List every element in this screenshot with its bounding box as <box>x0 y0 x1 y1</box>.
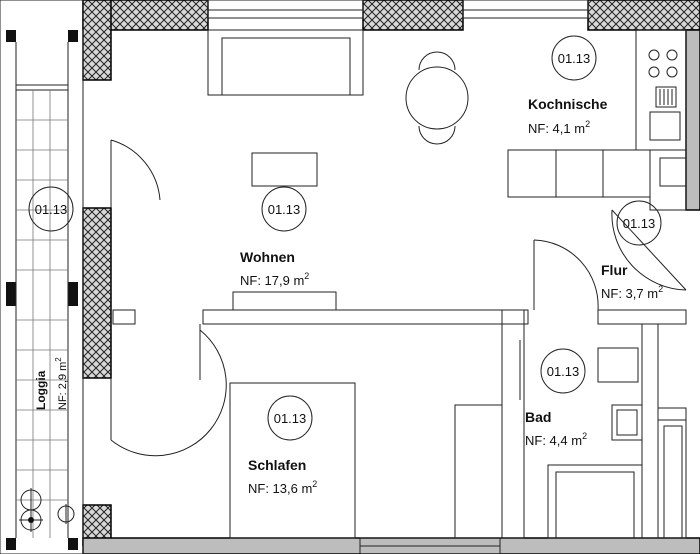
room-badge-flur: 01.13 <box>616 200 662 246</box>
room-label-kochnische: Kochnische <box>528 96 608 112</box>
room-label-wohnen: Wohnen <box>240 249 295 265</box>
room-badge-kochnische: 01.13 <box>551 35 597 81</box>
room-badge-schlafen: 01.13 <box>267 395 313 441</box>
room-badge-bad: 01.13 <box>540 348 586 394</box>
room-id-loggia: 01.13 <box>35 202 68 217</box>
room-badge-wohnen: 01.13 <box>261 186 307 232</box>
room-label-bad: Bad <box>525 409 551 425</box>
doors <box>110 139 687 457</box>
room-label-loggia: Loggia <box>34 370 48 410</box>
room-label-schlafen: Schlafen <box>248 457 306 473</box>
room-id-wohnen: 01.13 <box>268 202 301 217</box>
furniture <box>207 29 687 539</box>
interior-walls <box>112 149 687 539</box>
room-area-loggia: NF: 2,9 m2 <box>54 357 69 410</box>
room-area-schlafen: NF: 13,6 m2 <box>248 479 317 496</box>
loggia-area <box>0 0 84 554</box>
room-id-schlafen: 01.13 <box>274 411 307 426</box>
room-badge-loggia: 01.13 <box>28 186 74 232</box>
room-area-wohnen: NF: 17,9 m2 <box>240 271 309 288</box>
room-id-flur: 01.13 <box>623 216 656 231</box>
room-area-kochnische: NF: 4,1 m2 <box>528 119 590 136</box>
room-area-bad: NF: 4,4 m2 <box>525 431 587 448</box>
room-area-flur: NF: 3,7 m2 <box>601 284 663 301</box>
room-label-flur: Flur <box>601 262 628 278</box>
room-id-kochnische: 01.13 <box>558 51 591 66</box>
room-id-bad: 01.13 <box>547 364 580 379</box>
